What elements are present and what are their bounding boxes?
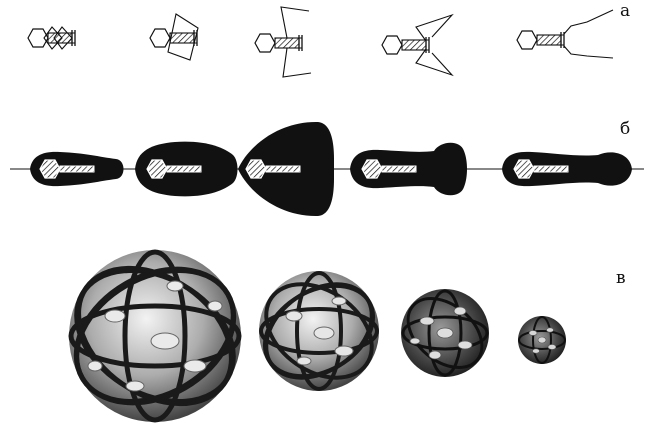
row-a-stage-2 <box>150 14 198 60</box>
row-c-label: в <box>616 270 626 287</box>
row-b <box>10 122 644 216</box>
row-c-sphere-4 <box>518 316 566 364</box>
row-a-stage-5 <box>517 10 613 58</box>
row-b-stage-2 <box>135 142 238 197</box>
row-c-sphere-1 <box>52 240 257 425</box>
row-a-stage-4 <box>382 15 452 75</box>
row-b-stage-5 <box>502 152 632 186</box>
row-b-stage-1 <box>30 152 124 186</box>
row-b-label: б <box>620 121 630 138</box>
row-c-sphere-3 <box>395 285 495 382</box>
row-b-stage-4 <box>350 143 467 196</box>
row-c-sphere-2 <box>249 265 390 397</box>
row-a <box>28 7 613 77</box>
row-a-stage-3 <box>255 7 311 77</box>
row-b-stage-3 <box>238 122 334 216</box>
row-a-stage-1 <box>28 27 75 49</box>
row-a-label: а <box>620 3 630 20</box>
row-c <box>52 240 566 425</box>
